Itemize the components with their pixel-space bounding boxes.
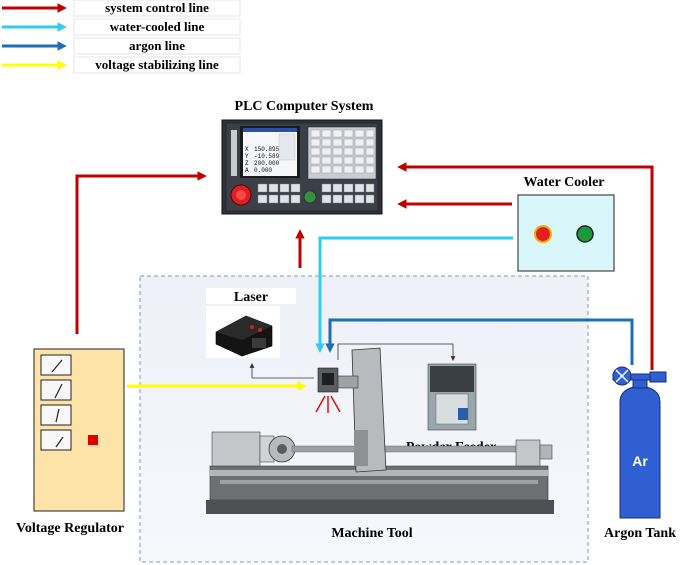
legend-label-control: system control line	[105, 0, 209, 15]
gauge-4-icon	[40, 429, 72, 451]
argon-line	[325, 318, 634, 365]
legend-item-argon: argon line	[2, 37, 241, 55]
screen-value-a: 0.000	[254, 167, 272, 174]
argon-symbol: Ar	[632, 453, 648, 469]
legend-item-voltage: voltage stabilizing line	[2, 56, 241, 74]
screen-value-z: 200.000	[254, 160, 280, 167]
screen-axis-x: X	[245, 146, 249, 153]
plc-keypad	[307, 126, 377, 180]
regulator-indicator-icon	[88, 435, 98, 445]
screen-axis-a: A	[245, 167, 249, 174]
screen-value-x: 150.895	[254, 146, 280, 153]
legend-label-voltage: voltage stabilizing line	[95, 57, 219, 72]
powder-connector	[337, 343, 456, 361]
legend-label-argon: argon line	[129, 38, 185, 53]
laser-title: Laser	[234, 290, 268, 305]
powder-feeder	[427, 363, 477, 431]
plc-title: PLC Computer System	[235, 99, 374, 114]
argon-tank: Ar	[612, 366, 667, 519]
cooler-green-indicator-icon	[576, 225, 594, 243]
machine-tool	[206, 347, 554, 514]
machine-tool-label: Machine Tool	[331, 526, 412, 541]
plc-panel: X 150.895 Y -10.589 Z 200.000 A 0.000	[221, 119, 383, 215]
spindle-knob-icon	[303, 190, 317, 204]
laser-connector	[249, 363, 314, 379]
legend-label-water: water-cooled line	[110, 19, 205, 34]
voltage-regulator-label: Voltage Regulator	[16, 521, 124, 536]
legend: system control line water-cooled line ar…	[2, 0, 241, 74]
water-cooler-title: Water Cooler	[524, 175, 605, 190]
gauge-2-icon	[40, 379, 72, 401]
legend-item-water: water-cooled line	[2, 18, 241, 36]
water-cooler	[517, 194, 615, 272]
screen-axis-y: Y	[245, 153, 249, 160]
water-line	[315, 236, 513, 353]
laser-unit	[206, 306, 280, 358]
voltage-regulator	[33, 348, 125, 512]
plc-screen: X 150.895 Y -10.589 Z 200.000 A 0.000	[240, 126, 300, 178]
screen-value-y: -10.589	[254, 153, 280, 160]
gauge-3-icon	[40, 404, 72, 426]
screen-axis-z: Z	[245, 160, 249, 167]
legend-item-control: system control line	[2, 0, 241, 17]
control-lines	[75, 162, 654, 370]
argon-tank-label: Argon Tank	[604, 526, 676, 541]
gauge-1-icon	[40, 354, 72, 376]
cooler-red-indicator-icon	[534, 225, 552, 243]
